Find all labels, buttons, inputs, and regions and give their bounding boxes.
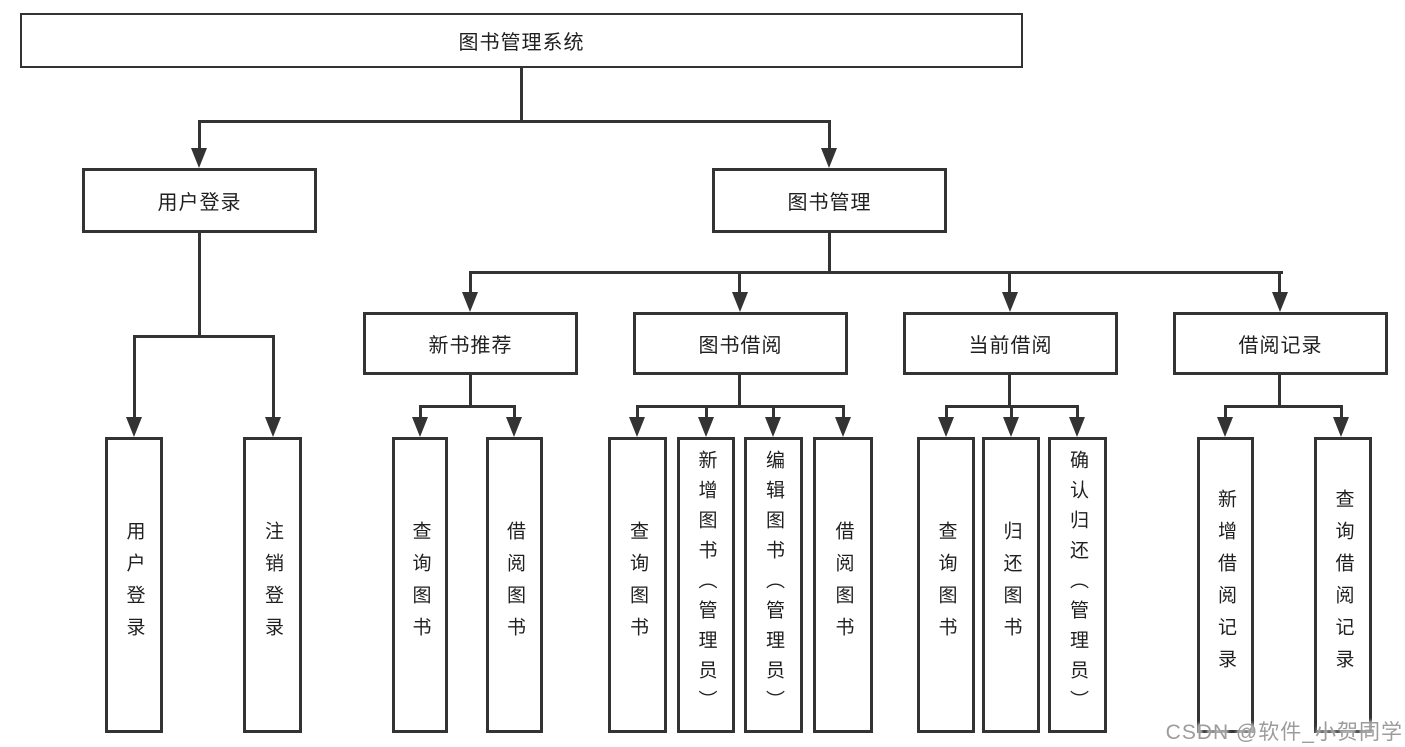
- node-label: 新书推荐: [428, 335, 513, 357]
- node-user-login: 用户登录: [82, 168, 317, 233]
- leaf-logout: 注销登录: [243, 437, 302, 733]
- arrowhead-down-icon: [1217, 417, 1233, 437]
- arrowhead-down-icon: [506, 417, 522, 437]
- connector-line: [469, 271, 472, 294]
- arrowhead-down-icon: [1003, 417, 1019, 437]
- node-root: 图书管理系统: [20, 13, 1023, 68]
- connector-line: [133, 335, 136, 419]
- arrowhead-down-icon: [821, 148, 837, 168]
- node-label: 图书管理系统: [458, 32, 585, 54]
- node-current-borrow: 当前借阅: [903, 312, 1118, 375]
- node-label: 归还图书: [1000, 521, 1022, 649]
- connector-line: [842, 405, 845, 419]
- connector-line: [636, 405, 845, 408]
- leaf-confirm-return-admin: 确认归还（管理员）: [1048, 437, 1107, 733]
- arrowhead-down-icon: [629, 417, 645, 437]
- connector-line: [469, 271, 1283, 274]
- connector-line: [513, 405, 516, 419]
- leaf-borrow-book: 借阅图书: [813, 437, 873, 733]
- leaf-return-book: 归还图书: [982, 437, 1040, 733]
- arrowhead-down-icon: [265, 417, 281, 437]
- arrowhead-down-icon: [191, 148, 207, 168]
- connector-line: [1010, 405, 1013, 419]
- arrowhead-down-icon: [1002, 292, 1018, 312]
- leaf-query-book-borrow: 查询图书: [608, 437, 667, 733]
- arrowhead-down-icon: [1333, 417, 1349, 437]
- connector-line: [1224, 405, 1343, 408]
- node-label: 新增图书（管理员）: [695, 450, 717, 720]
- connector-line: [272, 335, 275, 419]
- node-label: 查询借阅记录: [1332, 489, 1354, 681]
- connector-line: [419, 405, 422, 419]
- connector-line: [828, 120, 831, 150]
- node-label: 用户登录: [157, 192, 242, 214]
- node-label: 新增借阅记录: [1215, 489, 1236, 681]
- node-label: 借阅图书: [504, 521, 525, 649]
- connector-line: [198, 231, 201, 337]
- connector-line: [828, 231, 831, 273]
- node-label: 查询图书: [935, 521, 957, 649]
- arrowhead-down-icon: [1272, 292, 1288, 312]
- connector-line: [1340, 405, 1343, 419]
- arrowhead-down-icon: [412, 417, 428, 437]
- node-label: 借阅记录: [1238, 335, 1323, 357]
- connector-line: [945, 405, 948, 419]
- node-label: 借阅图书: [832, 521, 854, 649]
- node-borrow-record: 借阅记录: [1173, 312, 1388, 375]
- leaf-query-borrow-record: 查询借阅记录: [1314, 437, 1372, 733]
- connector-line: [705, 405, 708, 419]
- node-new-book-recommend: 新书推荐: [363, 312, 578, 375]
- node-label: 编辑图书（管理员）: [763, 450, 784, 720]
- leaf-add-borrow-record: 新增借阅记录: [1197, 437, 1254, 733]
- arrowhead-down-icon: [938, 417, 954, 437]
- connector-line: [198, 120, 831, 123]
- leaf-edit-book-admin: 编辑图书（管理员）: [744, 437, 803, 733]
- arrowhead-down-icon: [1069, 417, 1085, 437]
- connector-line: [198, 120, 201, 150]
- connector-line: [738, 373, 741, 408]
- arrowhead-down-icon: [765, 417, 781, 437]
- connector-line: [1278, 271, 1281, 294]
- connector-line: [636, 405, 639, 419]
- node-label: 图书借阅: [698, 335, 783, 357]
- node-label: 当前借阅: [968, 335, 1053, 357]
- node-book-borrow: 图书借阅: [633, 312, 848, 375]
- arrowhead-down-icon: [835, 417, 851, 437]
- connector-line: [1008, 373, 1011, 408]
- watermark: CSDN @软件_小贺同学: [1165, 721, 1403, 744]
- leaf-query-book-recommend: 查询图书: [392, 437, 448, 733]
- connector-line: [1008, 271, 1011, 294]
- connector-line: [469, 373, 472, 408]
- connector-line: [772, 405, 775, 419]
- node-label: 用户登录: [123, 521, 145, 649]
- connector-line: [520, 66, 523, 122]
- node-label: 查询图书: [409, 521, 431, 649]
- arrowhead-down-icon: [732, 292, 748, 312]
- connector-line: [1224, 405, 1227, 419]
- connector-line: [738, 271, 741, 294]
- connector-line: [1076, 405, 1079, 419]
- arrowhead-down-icon: [126, 417, 142, 437]
- arrowhead-down-icon: [462, 292, 478, 312]
- node-label: 确认归还（管理员）: [1067, 450, 1088, 720]
- connector-line: [133, 335, 275, 338]
- connector-line: [419, 405, 516, 408]
- arrowhead-down-icon: [698, 417, 714, 437]
- node-label: 图书管理: [787, 192, 872, 214]
- leaf-borrow-book-recommend: 借阅图书: [486, 437, 543, 733]
- leaf-add-book-admin: 新增图书（管理员）: [677, 437, 735, 733]
- leaf-user-login: 用户登录: [105, 437, 163, 733]
- connector-line: [1278, 373, 1281, 408]
- node-label: 查询图书: [627, 521, 648, 649]
- node-label: 注销登录: [262, 521, 283, 649]
- leaf-query-book-current: 查询图书: [917, 437, 975, 733]
- node-book-management: 图书管理: [712, 168, 947, 233]
